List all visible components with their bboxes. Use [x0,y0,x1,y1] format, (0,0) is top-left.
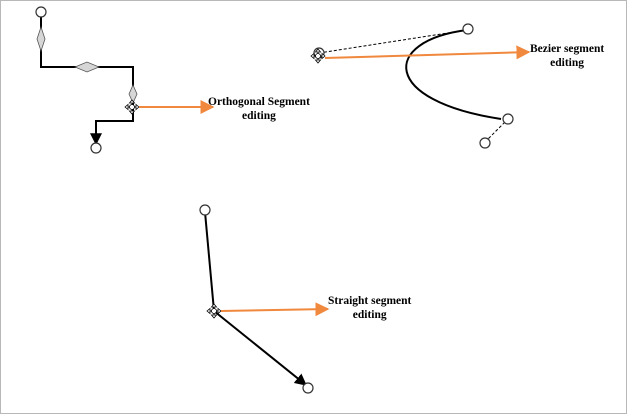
straight-callout-arrow [220,302,330,317]
orthogonal-segment-handle-icon[interactable] [128,84,138,104]
label-line: editing [352,309,387,321]
straight-segment-label: Straight segment editing [328,294,411,322]
orthogonal-segment-handle-icon[interactable] [73,61,101,73]
label-line: editing [242,110,276,122]
bezier-control-line [318,29,468,54]
orthogonal-target-point-icon[interactable] [90,142,102,154]
label-line: editing [550,57,585,69]
orthogonal-segment-handle-icon[interactable] [36,25,46,53]
orthogonal-source-point-icon[interactable] [35,6,47,18]
label-line: Orthogonal Segment [208,96,310,108]
orthogonal-move-cursor-icon[interactable] [124,99,140,115]
orthogonal-connector[interactable] [35,6,215,154]
straight-connector[interactable] [199,204,330,394]
bezier-end-point-icon[interactable] [462,23,474,35]
bezier-segment-label: Bezier segment editing [530,42,604,70]
straight-source-point-icon[interactable] [199,204,211,216]
bezier-control-point-icon[interactable] [479,137,491,149]
straight-target-point-icon[interactable] [302,382,314,394]
bezier-end-point-icon[interactable] [502,113,514,125]
label-line: Straight segment [328,295,412,307]
bezier-connector[interactable] [310,23,531,149]
label-line: Bezier segment [530,43,605,55]
bezier-control-line [484,119,508,143]
orthogonal-segment-label: Orthogonal Segment editing [208,95,310,123]
bezier-callout-arrow [324,45,531,60]
